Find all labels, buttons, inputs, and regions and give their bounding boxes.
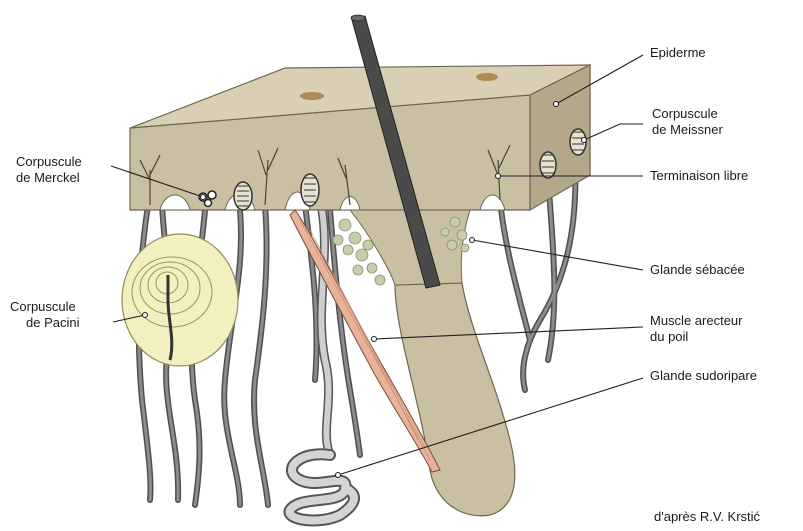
label-muscle-line2: du poil bbox=[650, 329, 688, 345]
label-sudoripare: Glande sudoripare bbox=[650, 368, 757, 384]
label-epiderme: Epiderme bbox=[650, 45, 706, 61]
pacini-corpuscle bbox=[122, 234, 238, 366]
epidermis-block bbox=[130, 65, 590, 210]
label-meissner-line2: de Meissner bbox=[652, 122, 723, 138]
label-pacini-line2: de Pacini bbox=[26, 315, 79, 331]
label-sebacee: Glande sébacée bbox=[650, 262, 745, 278]
label-merckel-line2: de Merckel bbox=[16, 170, 80, 186]
label-pacini-line1: Corpuscule bbox=[10, 299, 76, 315]
label-merckel-line1: Corpuscule bbox=[16, 154, 82, 170]
label-muscle-line1: Muscle arecteur bbox=[650, 313, 742, 329]
label-meissner-line1: Corpuscule bbox=[652, 106, 718, 122]
label-terminaison: Terminaison libre bbox=[650, 168, 748, 184]
credit-text: d'après R.V. Krstić bbox=[654, 509, 760, 525]
